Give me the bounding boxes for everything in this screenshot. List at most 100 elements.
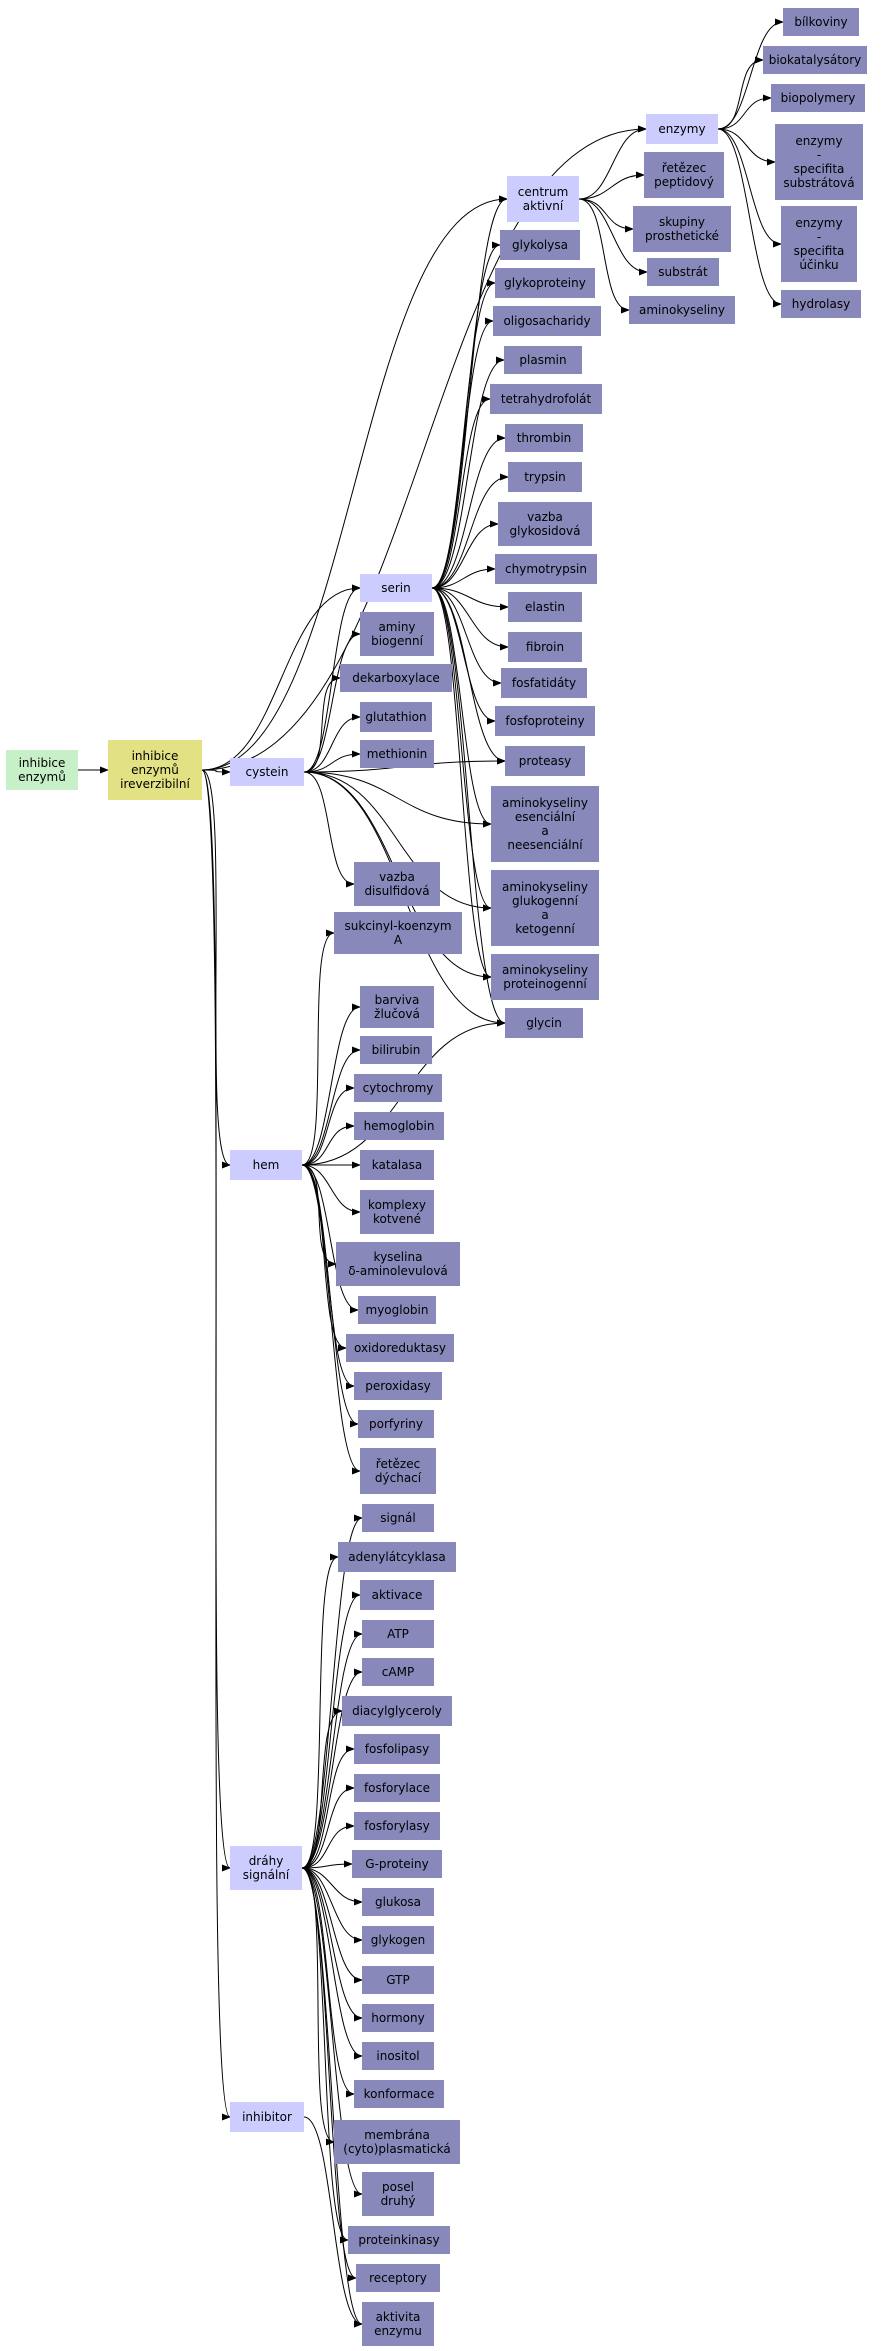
node-label-line: enzymy	[795, 134, 842, 148]
edge-cystein-to-ak_esenc	[303, 771, 492, 828]
node-label-line: ATP	[387, 1627, 409, 1641]
node-label-line: enzymy	[658, 122, 705, 136]
node-label-line: neesenciální	[507, 838, 583, 852]
node-label-line: řetězec	[376, 1457, 420, 1471]
node-box	[495, 706, 595, 736]
node-cytochromy: cytochromy	[354, 1074, 442, 1102]
node-membrana: membrána(cyto)plasmatická	[334, 2120, 460, 2164]
edge-centrum-to-aminokyseliny	[578, 198, 630, 314]
edge-serin-to-elastin	[431, 587, 509, 611]
edge-drahy-to-atp	[301, 1630, 363, 1869]
node-label-line: G-proteiny	[365, 1857, 428, 1871]
node-label-line: membrána	[364, 2128, 430, 2142]
node-box	[230, 758, 304, 786]
node-box	[230, 1150, 302, 1180]
node-substrat: substrát	[647, 258, 719, 286]
node-label-line: glycin	[526, 1016, 562, 1030]
node-label-line: glutathion	[365, 710, 426, 724]
node-label-line: cystein	[246, 765, 289, 779]
node-box	[356, 2264, 440, 2292]
edge-enzymy-to-enz_spec_sub	[717, 128, 776, 166]
node-thrombin: thrombin	[505, 424, 583, 452]
edge-serin-to-ak_glukog	[431, 587, 492, 912]
node-diacylglyceroly: diacylglyceroly	[342, 1696, 452, 1726]
node-label-line: hormony	[371, 2011, 424, 2025]
node-gtp: GTP	[362, 1966, 434, 1994]
node-label-line: oxidoreduktasy	[354, 1341, 446, 1355]
node-label-line: hydrolasy	[792, 297, 850, 311]
node-label-line: dráhy	[249, 1854, 284, 1868]
node-label-line: signální	[243, 1868, 290, 1882]
node-box	[362, 1504, 434, 1532]
node-box	[6, 750, 78, 790]
node-label-line: cytochromy	[363, 1081, 434, 1095]
node-label-line: enzymů	[18, 770, 66, 784]
edge-serin-to-centrum	[431, 195, 508, 589]
nodes-layer: inhibiceenzymůinhibiceenzymůireverzibiln…	[6, 8, 867, 2346]
node-box	[644, 152, 724, 198]
node-box	[629, 296, 735, 324]
node-proteasy: proteasy	[505, 746, 585, 776]
edge-cystein-to-ak_glukog	[303, 771, 492, 912]
node-enzymy: enzymy	[646, 114, 718, 144]
edges-layer	[78, 18, 784, 2328]
node-box	[334, 912, 462, 954]
edge-enzymy-to-biopolymery	[717, 94, 772, 130]
node-myoglobin: myoglobin	[358, 1296, 436, 1324]
node-label-line: dýchací	[375, 1471, 422, 1485]
node-box	[354, 1774, 440, 1802]
node-fibroin: fibroin	[508, 632, 582, 662]
edge-centrum-to-substrat	[578, 198, 648, 276]
edge-enzymy-to-biokatalysatory	[717, 56, 764, 130]
edge-enzymy-to-enz_spec_ucin	[717, 128, 782, 248]
node-g-proteiny: G-proteiny	[352, 1850, 442, 1878]
node-label-line: δ-aminolevulová	[348, 1264, 448, 1278]
node-label-line: A	[394, 933, 403, 947]
node-label-line: -	[817, 148, 821, 162]
node-label-line: komplexy	[368, 1198, 426, 1212]
node-box	[491, 870, 599, 946]
edge-inhibice_ireverzibilni-to-serin	[201, 584, 361, 771]
node-box	[360, 1150, 434, 1180]
node-label-line: posel	[382, 2180, 414, 2194]
node-label-line: kotvené	[373, 1212, 421, 1226]
node-label-line: inhibitor	[242, 2110, 292, 2124]
node-label-line: bílkoviny	[794, 15, 847, 29]
edge-drahy-to-diacylglyceroly	[301, 1707, 343, 1869]
edge-drahy-to-fosfolipasy	[301, 1745, 355, 1869]
node-label-line: fosfatidáty	[512, 676, 576, 690]
edge-serin-to-proteasy	[431, 587, 506, 765]
node-label-line: biokatalysátory	[769, 53, 862, 67]
node-label-line: elastin	[525, 600, 565, 614]
node-label-line: aminokyseliny	[639, 303, 725, 317]
node-box	[108, 740, 202, 800]
edge-drahy-to-posel	[301, 1867, 363, 2198]
node-box	[360, 986, 434, 1028]
node-label-line: druhý	[381, 2194, 416, 2208]
edge-drahy-to-glukosa	[301, 1867, 363, 1906]
node-box	[362, 1966, 434, 1994]
node-box	[490, 384, 602, 414]
node-label-line: proteinkinasy	[358, 2233, 439, 2247]
edge-hem-to-kyselina	[301, 1164, 337, 1268]
edge-serin-to-vazba_glyk	[431, 520, 499, 589]
node-label-line: aktivita	[376, 2310, 421, 2324]
node-box	[508, 632, 582, 662]
edge-serin-to-fibroin	[431, 587, 509, 651]
node-label-line: specifita	[794, 162, 845, 176]
edge-hem-to-porfyriny	[301, 1164, 359, 1428]
node-receptory: receptory	[356, 2264, 440, 2292]
edge-hem-to-barviva	[301, 1003, 361, 1166]
node-label-line: centrum	[518, 185, 569, 199]
edge-hem-to-retezec_dych	[301, 1164, 361, 1475]
node-label-line: aminokyseliny	[502, 796, 588, 810]
node-oxidoreduktasy: oxidoreduktasy	[346, 1334, 454, 1362]
